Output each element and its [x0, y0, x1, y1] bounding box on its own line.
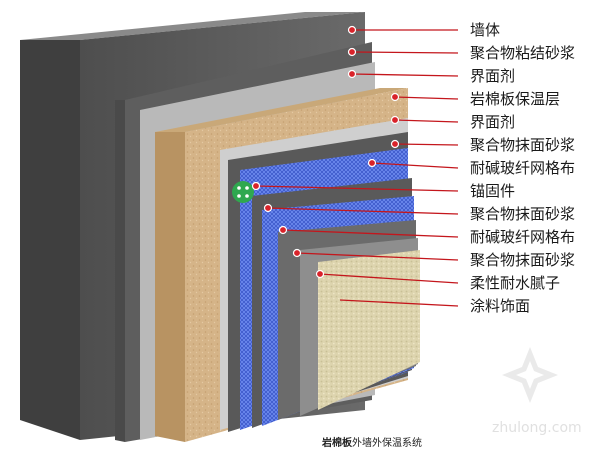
layer-label-1: 墙体: [470, 21, 500, 39]
layer-label-12: 柔性耐水腻子: [470, 274, 560, 292]
wall-side-face: [20, 40, 80, 440]
leader-line-4: [394, 96, 459, 100]
layer-label-13: 涂料饰面: [470, 297, 530, 315]
leader-line-12: [319, 273, 459, 284]
watermark-text: zhulong.com: [492, 420, 582, 436]
leader-marker-2: [347, 47, 357, 57]
leader-line-13: [339, 299, 459, 307]
layer-label-5: 界面剂: [470, 113, 515, 131]
leader-line-10: [282, 229, 459, 238]
rockwool-side-face: [155, 132, 185, 442]
anchor-hole-3: [237, 194, 241, 198]
leader-marker-11: [292, 248, 302, 258]
leader-line-5: [394, 119, 459, 123]
watermark-logo-icon: [502, 347, 558, 403]
leader-marker-3: [347, 69, 357, 79]
leader-marker-8: [251, 181, 261, 191]
leader-marker-1: [347, 25, 357, 35]
leader-marker-5: [390, 115, 400, 125]
diagram-caption: 岩棉板外墙外保温系统: [321, 436, 422, 449]
layer-labels: 墙体聚合物粘结砂浆界面剂岩棉板保温层界面剂聚合物抹面砂浆耐碱玻纤网格布锚固件聚合…: [470, 21, 575, 315]
leader-line-2: [351, 51, 459, 54]
layer-label-10: 耐碱玻纤网格布: [470, 228, 575, 246]
bonding-mortar-side: [115, 100, 125, 442]
leader-line-11: [296, 252, 459, 261]
anchor-hole-1: [237, 186, 241, 190]
layer-label-8: 锚固件: [470, 182, 515, 200]
leader-marker-9: [263, 203, 273, 213]
layer-label-9: 聚合物抹面砂浆: [470, 205, 575, 223]
caption-rest: 外墙外保温系统: [352, 436, 422, 449]
anchor-hole-2: [245, 186, 249, 190]
layer-label-11: 聚合物抹面砂浆: [470, 251, 575, 269]
watermark: zhulong.com: [492, 347, 582, 436]
coating-finish-layer: [318, 250, 420, 410]
layer-label-6: 聚合物抹面砂浆: [470, 136, 575, 154]
leader-line-6: [394, 143, 459, 146]
layer-label-2: 聚合物粘结砂浆: [470, 44, 575, 62]
leader-line-7: [371, 162, 459, 169]
caption-bold: 岩棉板: [321, 436, 353, 449]
anchor-hole-4: [245, 194, 249, 198]
leader-line-9: [267, 207, 459, 215]
anchor-disc: [232, 181, 254, 203]
leader-marker-10: [278, 225, 288, 235]
layer-label-4: 岩棉板保温层: [470, 90, 560, 108]
leader-marker-4: [390, 92, 400, 102]
leader-line-8: [255, 185, 459, 192]
layer-label-3: 界面剂: [470, 67, 515, 85]
layer-slabs: [20, 12, 420, 442]
rockwool-top-face: [155, 88, 408, 132]
layer-label-7: 耐碱玻纤网格布: [470, 159, 575, 177]
leader-line-3: [351, 73, 459, 77]
leader-lines: [251, 25, 459, 307]
leader-marker-6: [390, 139, 400, 149]
leader-marker-12: [315, 269, 325, 279]
wall-top-face: [20, 12, 365, 40]
leader-marker-7: [367, 158, 377, 168]
